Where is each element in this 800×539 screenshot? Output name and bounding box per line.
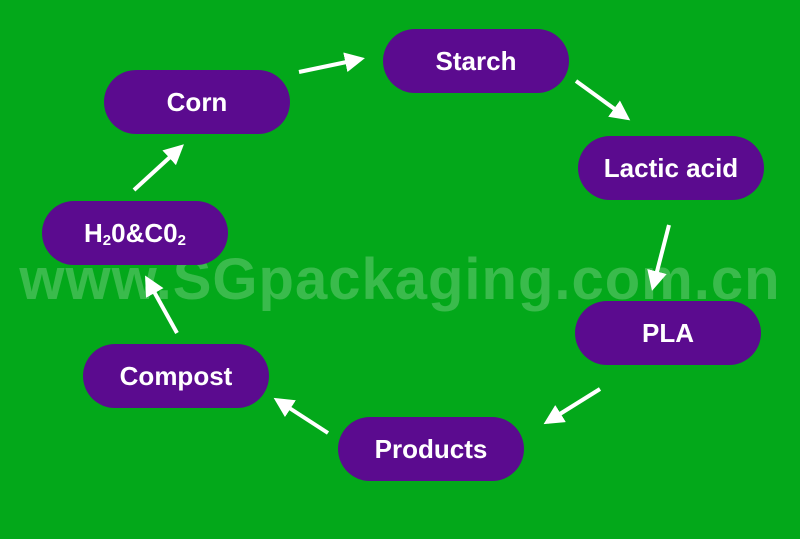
node-products: Products xyxy=(338,417,524,481)
node-corn-label: Corn xyxy=(166,86,228,117)
arrow-pla-to-products xyxy=(543,387,602,425)
node-lactic-acid: Lactic acid xyxy=(578,136,764,200)
node-pla-label: PLA xyxy=(642,317,694,348)
arrow-starch-to-lactic xyxy=(574,79,631,121)
arrow-products-to-compost xyxy=(273,397,330,435)
arrow-h2o-to-corn xyxy=(132,144,184,192)
arrow-corn-to-starch xyxy=(298,52,365,74)
node-h2o-co2-label: H20&C02 xyxy=(84,217,186,249)
arrow-lactic-to-pla xyxy=(647,224,671,291)
node-starch: Starch xyxy=(383,29,569,93)
node-corn: Corn xyxy=(104,70,290,134)
node-starch-label: Starch xyxy=(435,45,517,76)
node-pla: PLA xyxy=(575,301,761,365)
node-products-label: Products xyxy=(374,433,488,464)
node-lactic-acid-label: Lactic acid xyxy=(603,152,739,183)
arrow-compost-to-h2o xyxy=(145,275,179,334)
node-h2o-co2: H20&C02 xyxy=(42,201,228,265)
node-compost: Compost xyxy=(83,344,269,408)
node-compost-label: Compost xyxy=(119,360,233,391)
